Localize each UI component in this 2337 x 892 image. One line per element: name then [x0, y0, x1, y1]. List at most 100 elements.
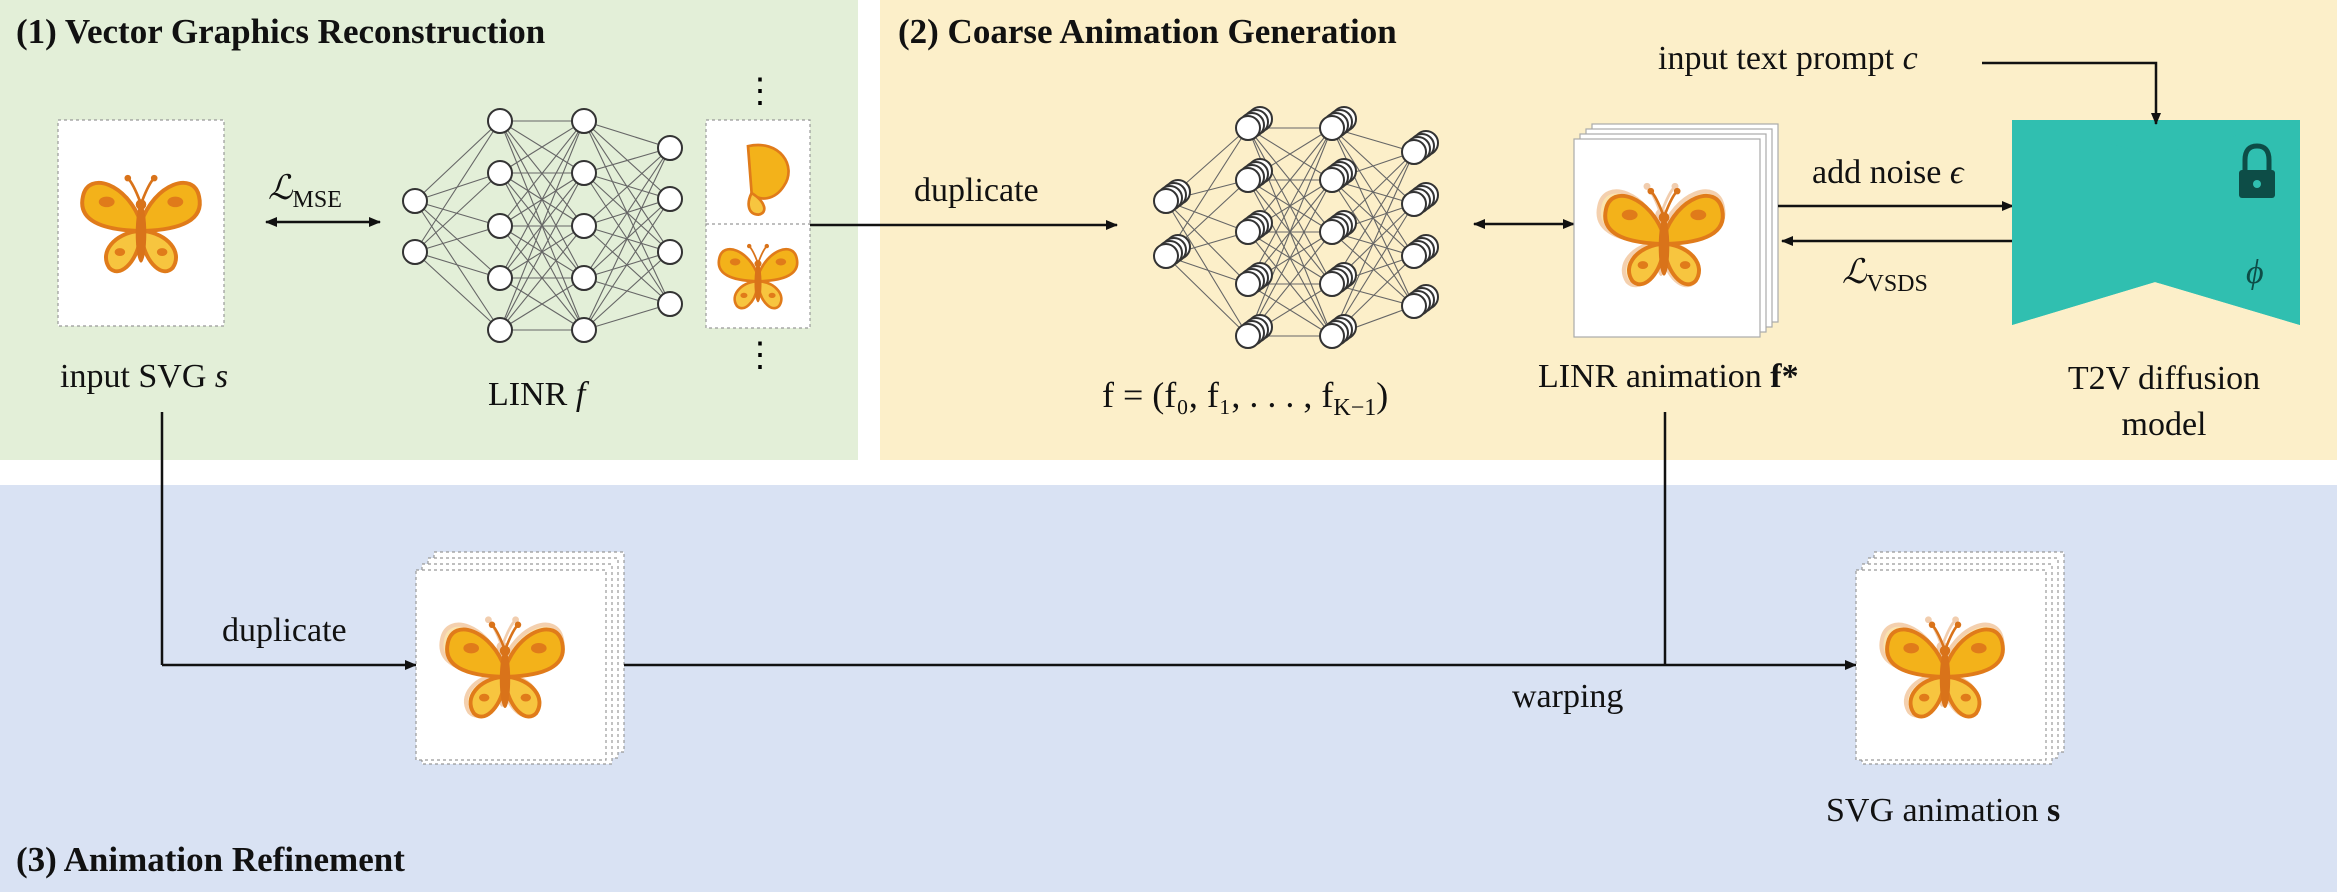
input-prompt-var: c	[1902, 40, 1918, 77]
network-edge	[414, 200, 501, 227]
network-node	[487, 213, 513, 239]
network-node	[657, 186, 683, 212]
linr-network	[402, 108, 683, 343]
network-edge	[414, 251, 501, 279]
network-node	[1401, 139, 1427, 165]
network-node	[571, 265, 597, 291]
network-node	[1153, 188, 1179, 214]
phi-label: ϕ	[2246, 254, 2264, 291]
network-edge	[499, 277, 585, 331]
network-node	[1235, 323, 1261, 349]
network-edge	[1165, 255, 1249, 337]
network-edge	[583, 147, 671, 227]
network-node	[571, 108, 597, 134]
linr-animation-stack	[1573, 123, 1779, 338]
loss-mse-label: ℒMSE	[268, 168, 342, 214]
linr-output-frames: ⋮ ⋮	[705, 71, 811, 375]
network-node	[1401, 293, 1427, 319]
network-node	[487, 265, 513, 291]
add-noise-var: ϵ	[1949, 154, 1964, 191]
svg-animation-var: s	[2046, 792, 2061, 829]
t2v-label-line2: model	[2121, 406, 2207, 443]
duplicate-bottom-label: duplicate	[222, 612, 347, 649]
input-svg-label: input SVG s	[60, 358, 228, 396]
network-edge	[414, 120, 501, 202]
network-node	[487, 317, 513, 343]
linr-var: f	[575, 376, 586, 413]
loss-vsds-subscript: VSDS	[1866, 271, 1928, 297]
network-edge	[583, 147, 671, 331]
panel-3-title: (3) Animation Refinement	[16, 840, 405, 879]
network-edge	[414, 225, 501, 253]
lock-icon	[2239, 143, 2275, 198]
add-noise-label: add noise ϵ	[1812, 154, 1964, 192]
network-edge	[414, 251, 501, 331]
network-node	[657, 291, 683, 317]
f-tuple-end: )	[1376, 375, 1389, 415]
network-node	[487, 160, 513, 186]
linr-label: LINR f	[488, 376, 585, 414]
network-node	[1235, 219, 1261, 245]
network-node	[1319, 167, 1345, 193]
network-node	[1401, 243, 1427, 269]
network-edge	[1247, 127, 1333, 285]
network-edge	[499, 172, 585, 331]
f-tuple-label: f = (f₀, f₁, . . . , fK−1)	[1102, 374, 1388, 422]
network-edge	[583, 147, 671, 174]
network-edge	[499, 120, 585, 279]
loss-vsds-label: ℒVSDS	[1842, 252, 1928, 298]
duplicate-top-label: duplicate	[914, 172, 1039, 209]
network-edge	[499, 225, 585, 331]
network-node	[1319, 219, 1345, 245]
panel-2-title: (2) Coarse Animation Generation	[898, 12, 1397, 51]
network-edge	[1331, 151, 1415, 285]
linr-animation-label: LINR animation f*	[1538, 358, 1799, 396]
f-tuple-text: f = (f₀, f₁, . . . , f	[1102, 375, 1334, 415]
svg-animation-stack	[1855, 551, 2065, 765]
network-edge	[414, 120, 501, 253]
f-tuple-subscript: K−1	[1333, 395, 1377, 421]
loss-mse-subscript: MSE	[292, 187, 342, 213]
network-edge	[499, 120, 585, 174]
network-node	[402, 188, 428, 214]
ellipsis-icon: ⋮	[743, 71, 777, 111]
network-node	[1319, 115, 1345, 141]
network-node	[1319, 271, 1345, 297]
add-noise-text: add noise	[1812, 154, 1950, 191]
loss-vsds-symbol: ℒ	[1842, 254, 1867, 291]
network-node	[402, 239, 428, 265]
prompt-arrow	[1982, 61, 2161, 125]
network-node	[571, 213, 597, 239]
t2v-label-line1: T2V diffusion	[2067, 360, 2261, 397]
input-svg-card	[57, 119, 225, 327]
network-edge	[583, 120, 671, 149]
linr-animation-var: f*	[1770, 358, 1799, 395]
duplicated-svg-stack	[415, 551, 625, 765]
network-edge	[583, 303, 671, 331]
input-prompt-label: input text prompt c	[1658, 40, 1918, 78]
panel-1-title: (1) Vector Graphics Reconstruction	[16, 12, 546, 51]
network-edge	[1331, 203, 1415, 337]
loss-mse-symbol: ℒ	[268, 170, 293, 207]
network-edge	[499, 120, 585, 227]
linr-animation-text: LINR animation	[1538, 358, 1771, 395]
svg-animation-label: SVG animation s	[1826, 792, 2060, 830]
input-svg-var: s	[214, 358, 229, 395]
network-edge	[1247, 179, 1333, 337]
network-node	[1153, 243, 1179, 269]
network-edge	[583, 172, 671, 200]
network-edge	[583, 251, 671, 331]
network-edge	[1165, 200, 1249, 285]
input-svg-label-text: input SVG	[60, 358, 215, 395]
ellipsis-icon: ⋮	[743, 335, 777, 375]
network-node	[657, 239, 683, 265]
network-edge	[583, 147, 671, 279]
network-edge	[1247, 127, 1333, 337]
network-edge	[1165, 200, 1249, 337]
network-edge	[1331, 151, 1415, 337]
network-node	[1319, 323, 1345, 349]
network-node	[1235, 115, 1261, 141]
network-edge	[414, 172, 501, 253]
network-node	[571, 160, 597, 186]
